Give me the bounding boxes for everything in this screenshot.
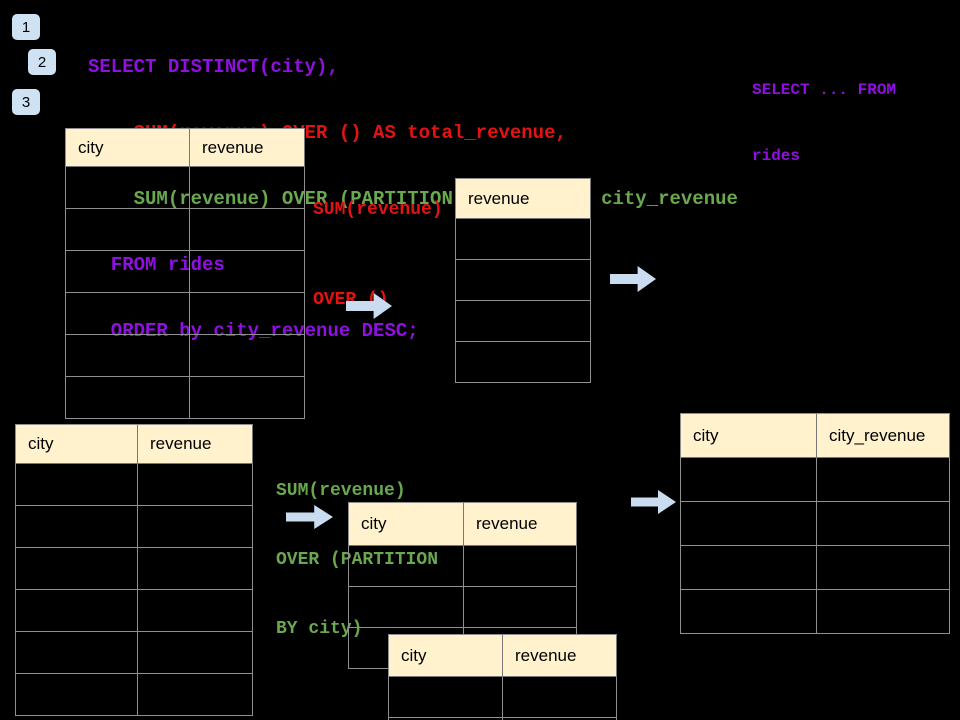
table-header-city: city xyxy=(389,635,503,677)
table-cell-empty xyxy=(138,548,253,590)
table-cell-empty xyxy=(389,677,503,718)
table-city-revenue-result: city city_revenue xyxy=(680,413,950,634)
table-cell-empty xyxy=(138,674,253,716)
table-cell-empty xyxy=(66,251,190,293)
table-header-revenue: revenue xyxy=(503,635,617,677)
table-cell-empty xyxy=(464,587,577,628)
step-badge-3: 3 xyxy=(12,89,40,115)
table-header-revenue: revenue xyxy=(456,179,591,219)
table-cell-empty xyxy=(190,335,305,377)
table-cell-empty xyxy=(16,548,138,590)
table-cell-empty xyxy=(138,464,253,506)
table-header-city-revenue: city_revenue xyxy=(817,414,950,458)
table-cell-empty xyxy=(190,209,305,251)
table-cell-empty xyxy=(503,677,617,718)
table-cell-empty xyxy=(138,506,253,548)
table-header-city: city xyxy=(681,414,817,458)
table-header-city: city xyxy=(349,503,464,546)
table-partition-step-overlay: city revenue xyxy=(388,634,617,720)
table-cell-empty xyxy=(681,502,817,546)
sql-line: ORDER by city_revenue DESC; xyxy=(88,320,419,342)
step-badge-1: 1 xyxy=(12,14,40,40)
table-cell-empty xyxy=(817,546,950,590)
table-cell-empty xyxy=(817,590,950,634)
table-header-city: city xyxy=(66,129,190,167)
table-cell-empty xyxy=(456,260,591,301)
sql-line: FROM rides xyxy=(88,254,225,276)
table-cell-empty xyxy=(16,464,138,506)
table-cell-empty xyxy=(817,458,950,502)
table-header-revenue: revenue xyxy=(464,503,577,546)
table-header-revenue: revenue xyxy=(138,425,253,464)
table-cell-empty xyxy=(817,502,950,546)
table-cell-empty xyxy=(190,251,305,293)
table-cell-empty xyxy=(681,458,817,502)
table-cell-empty xyxy=(456,301,591,342)
table-cell-empty xyxy=(138,590,253,632)
table-header-revenue: revenue xyxy=(190,129,305,167)
table-cell-empty xyxy=(349,546,464,587)
table-cell-empty xyxy=(190,293,305,335)
table-cell-empty xyxy=(66,293,190,335)
side-note-line: SELECT ... FROM xyxy=(752,81,897,99)
annotation-line: SUM(revenue) xyxy=(313,200,443,220)
table-cell-empty xyxy=(681,546,817,590)
table-cell-empty xyxy=(66,209,190,251)
table-header-city: city xyxy=(16,425,138,464)
table-cell-empty xyxy=(138,632,253,674)
table-total-revenue-result: revenue xyxy=(455,178,591,383)
table-cell-empty xyxy=(464,546,577,587)
table-cell-empty xyxy=(681,590,817,634)
table-cell-empty xyxy=(16,506,138,548)
side-note-line: rides xyxy=(752,147,801,165)
table-rides-bottom: city revenue xyxy=(15,424,253,716)
table-cell-empty xyxy=(190,167,305,209)
table-cell-empty xyxy=(456,219,591,260)
table-cell-empty xyxy=(349,587,464,628)
table-cell-empty xyxy=(66,377,190,419)
table-cell-empty xyxy=(16,674,138,716)
annotation-line: OVER (PARTITION xyxy=(276,550,439,570)
annotation-total-window: SUM(revenue) OVER () xyxy=(313,135,443,375)
table-cell-empty xyxy=(16,632,138,674)
table-cell-empty xyxy=(66,167,190,209)
table-cell-empty xyxy=(190,377,305,419)
table-cell-empty xyxy=(16,590,138,632)
table-cell-empty xyxy=(503,718,617,720)
step-badge-2: 2 xyxy=(28,49,56,75)
table-cell-empty xyxy=(456,342,591,383)
side-note-select-from-rides: SELECT ... FROM rides xyxy=(752,35,896,211)
annotation-line: SUM(revenue) xyxy=(276,481,406,501)
table-cell-empty xyxy=(389,718,503,720)
right-arrow-icon xyxy=(631,490,676,514)
table-cell-empty xyxy=(66,335,190,377)
sql-line: SELECT DISTINCT(city), xyxy=(88,56,339,78)
table-rides-top: city revenue xyxy=(65,128,305,419)
